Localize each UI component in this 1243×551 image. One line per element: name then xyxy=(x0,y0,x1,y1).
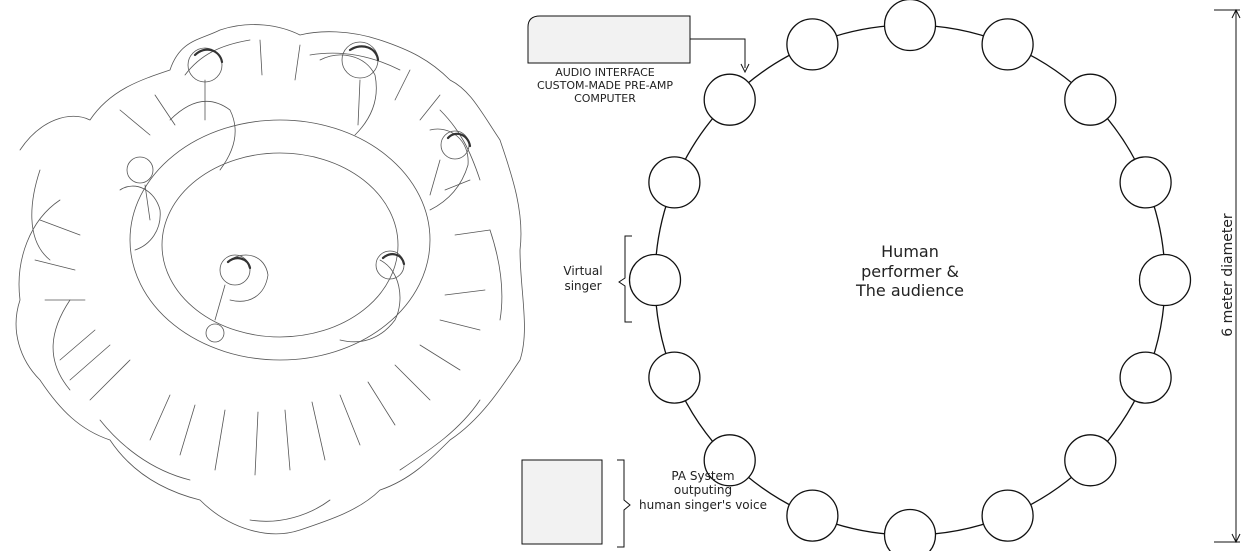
connection-arrowhead xyxy=(740,63,750,74)
dimension-label: 6 meter diameter xyxy=(1220,213,1236,337)
virtual-singer-speaker xyxy=(703,434,756,487)
center-line-3: The audience xyxy=(855,281,964,301)
virtual-singer-speaker xyxy=(703,73,756,126)
virtual-singer-speaker xyxy=(648,351,701,404)
center-line-1: Human xyxy=(881,242,939,261)
virtual-singer-speaker xyxy=(628,253,682,307)
custom-preamp-line: CUSTOM-MADE PRE-AMP xyxy=(536,79,674,93)
virtual-singer-speaker xyxy=(981,489,1034,542)
pa-system-line-1: PA System xyxy=(671,469,735,483)
pa-system-bracket xyxy=(617,459,631,548)
virtual-singer-speaker xyxy=(786,489,839,542)
audio-interface-box xyxy=(527,15,691,64)
virtual-singer-line-2: singer xyxy=(564,279,602,293)
audio-connection-line xyxy=(690,38,746,68)
pa-system-line-2: outputing xyxy=(673,483,733,498)
center-line-2: performer & xyxy=(861,261,959,281)
virtual-singer-line-1: Virtual xyxy=(563,264,603,278)
virtual-singer-speaker xyxy=(1138,253,1192,307)
pa-system-line-3: human singer's voice xyxy=(639,497,767,512)
virtual-singer-label: Virtual singer xyxy=(548,264,618,294)
audio-interface-label: AUDIO INTERFACE CUSTOM-MADE PRE-AMP COMP… xyxy=(500,66,710,106)
virtual-singer-speaker xyxy=(1119,351,1172,404)
virtual-singer-bracket xyxy=(618,235,632,323)
audio-interface-line: AUDIO INTERFACE xyxy=(555,66,655,79)
virtual-singer-speaker xyxy=(883,508,937,551)
pa-system-label: PA System outputing human singer's voice xyxy=(628,469,778,512)
virtual-singer-speaker xyxy=(1064,73,1117,126)
virtual-singer-speaker xyxy=(648,156,701,209)
virtual-singer-speaker xyxy=(883,0,937,52)
virtual-singer-speaker xyxy=(1064,434,1117,487)
dimension-line xyxy=(1214,8,1241,544)
computer-line: COMPUTER xyxy=(574,92,636,106)
pa-system-box xyxy=(521,459,603,545)
center-label: Human performer & The audience xyxy=(800,242,1020,301)
virtual-singer-speaker xyxy=(1119,156,1172,209)
dancers-sketch-illustration xyxy=(15,24,525,535)
virtual-singer-speaker xyxy=(981,18,1034,71)
virtual-singer-speaker xyxy=(786,18,839,71)
